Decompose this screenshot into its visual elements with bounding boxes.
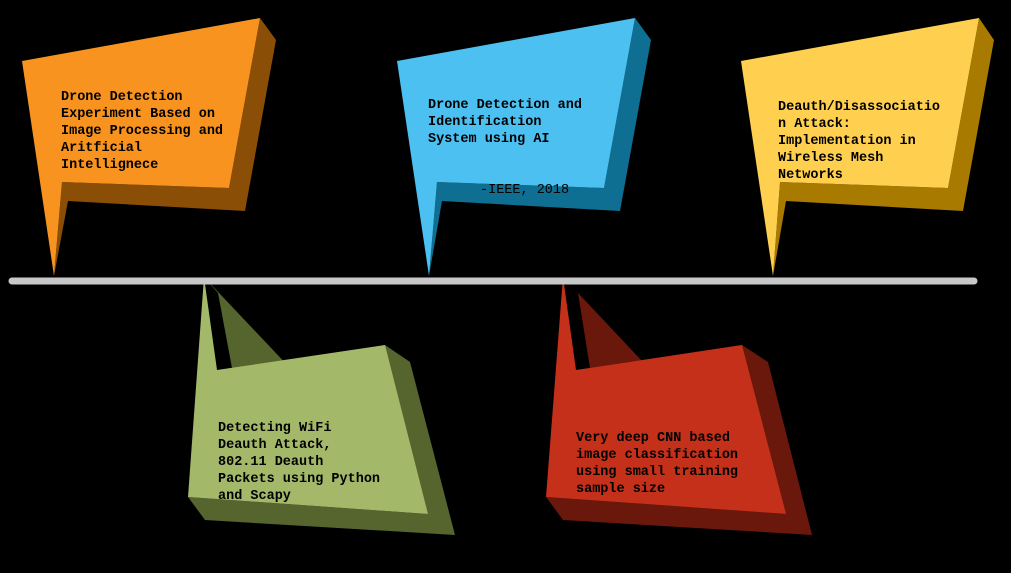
callout-ieee-2015-cnn [546,277,812,535]
callout-body [546,277,786,514]
callout-researchgate-2020 [188,277,455,535]
callout-body [22,18,260,276]
callout-ieee-2018-drone [397,18,651,276]
callout-body [397,18,635,276]
callout-2-source: -IEEE, 2018 [480,183,570,198]
callout-4-source: -Research Gate,2020 [218,540,372,555]
callout-ieee-2020-drone [22,18,276,276]
callout-body [741,18,979,276]
timeline-diagram [8,18,994,535]
callout-5-source: -IEEE,2015 [618,533,700,548]
callout-1-source: -IEEE, 2020 [113,209,203,224]
callout-3-source: -IJCA,2011 [830,219,912,234]
callout-body [188,277,428,514]
callout-ijca-2011 [741,18,994,276]
